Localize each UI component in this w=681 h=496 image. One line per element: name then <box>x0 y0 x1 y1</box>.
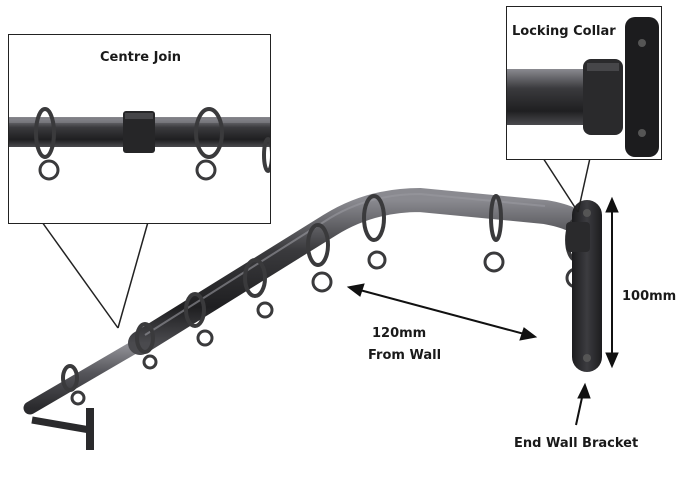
centre-join-callout-lines <box>41 221 149 329</box>
locking-collar-image <box>507 17 659 157</box>
end-wall-bracket-label: End Wall Bracket <box>514 436 639 451</box>
centre-join-inset <box>8 34 271 224</box>
ring <box>362 194 386 242</box>
locking-collar <box>583 59 623 135</box>
bracket-pointer-arrow <box>575 382 591 426</box>
centre-join-sleeve <box>123 111 155 153</box>
ring-hook <box>483 251 505 273</box>
bracket-height-label: 100mm <box>622 289 677 304</box>
locking-collar-inset <box>506 6 662 160</box>
ring-hook <box>311 271 333 293</box>
pole-lower-bracket <box>86 408 94 450</box>
end-wall-bracket <box>566 200 602 372</box>
ring-hook <box>367 250 387 270</box>
wall-plate <box>625 17 659 157</box>
locking-collar-callout-lines <box>542 157 591 213</box>
ring-hook <box>256 301 274 319</box>
dimension-arrow-from-wall <box>346 283 538 341</box>
dimension-arrow-bracket-height <box>605 196 619 369</box>
pole-lower-stub <box>31 416 91 434</box>
pole-thin-section <box>23 331 157 415</box>
ring-hook <box>142 354 158 370</box>
centre-join-image <box>9 107 270 181</box>
ring-hook <box>70 390 86 406</box>
ring <box>243 258 267 298</box>
distance-value-label: 120mm <box>372 326 427 341</box>
ring <box>184 292 206 328</box>
ring-hook <box>196 329 214 347</box>
curtain-rings <box>61 194 587 406</box>
distance-text-label: From Wall <box>368 348 442 363</box>
locking-collar-label: Locking Collar <box>512 24 616 39</box>
ring <box>489 194 503 242</box>
ring <box>306 223 330 267</box>
centre-join-label: Centre Join <box>100 50 182 65</box>
ring <box>61 364 79 392</box>
ring <box>135 322 155 354</box>
